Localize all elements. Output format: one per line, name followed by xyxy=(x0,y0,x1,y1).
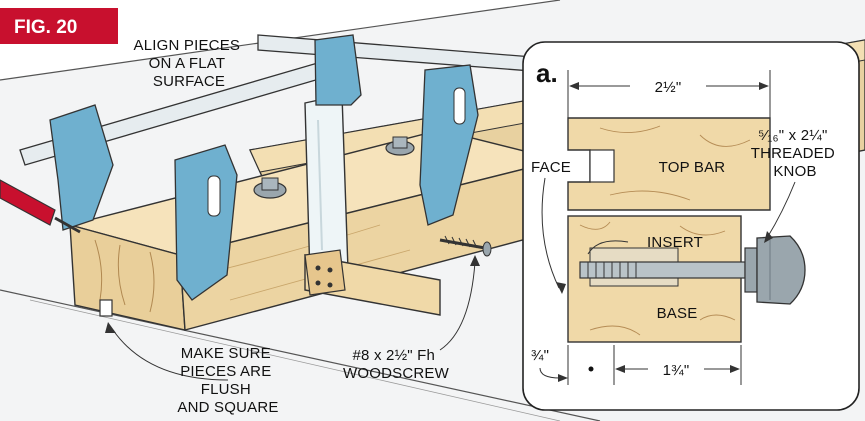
face-label: FACE xyxy=(531,159,571,176)
callout-flush-line-4: AND SQUARE xyxy=(177,399,278,416)
screwdriver xyxy=(0,179,81,234)
detail-inset: a. 2½" TOP BAR FACE INSERT BASE xyxy=(522,41,860,411)
svg-text:#8 x 2½" Fh WOODSCREW: #8 x 2½" Fh WOODSCREW xyxy=(343,347,450,382)
top-bar-block xyxy=(567,117,771,211)
woodscrew xyxy=(439,235,492,257)
callout-align-line-3: SURFACE xyxy=(153,73,225,90)
top-bar-label: TOP BAR xyxy=(659,159,726,176)
svg-text:MAKE SURE PIECES ARE: MAKE SURE PIECES ARE FLUSH AND SQUARE xyxy=(177,345,278,416)
base-label: BASE xyxy=(657,305,698,322)
knob-right xyxy=(385,136,415,156)
threaded-knob xyxy=(744,235,806,305)
clamp-jaw-1 xyxy=(49,104,114,231)
knob-left xyxy=(253,177,287,199)
bottom-dimension: 1¾" xyxy=(663,362,690,379)
callout-screw-line-1: #8 x 2½" Fh xyxy=(353,347,436,364)
acrylic-panel xyxy=(304,94,349,279)
clamp-jaw-2 xyxy=(174,144,238,301)
knob-label-line-1: ⁵⁄₁₆" x 2¼" xyxy=(758,127,827,144)
callout-screw-line-2: WOODSCREW xyxy=(343,365,450,382)
callout-flush-line-2: PIECES ARE xyxy=(180,363,271,380)
threaded-bolt xyxy=(579,261,746,279)
callout-align: ALIGN PIECES ON A FLAT SURFACE xyxy=(134,37,245,90)
callout-flush-line-3: FLUSH xyxy=(201,381,251,398)
callout-align-line-1: ALIGN PIECES xyxy=(134,37,241,54)
clamp-jaw-3 xyxy=(314,34,362,106)
callout-flush-line-1: MAKE SURE xyxy=(181,345,271,362)
svg-text:⁵⁄₁₆" x 2¼" THREADED: ⁵⁄₁₆" x 2¼" THREADED KNOB xyxy=(751,127,839,180)
detail-label: a. xyxy=(536,58,558,88)
callout-screw: #8 x 2½" Fh WOODSCREW xyxy=(343,255,480,382)
test-strip xyxy=(304,249,441,316)
callout-align-line-2: ON A FLAT xyxy=(149,55,225,72)
figure-badge: FIG. 20 xyxy=(0,8,118,44)
left-dimension: ¾" xyxy=(531,347,549,364)
callout-flush: MAKE SURE PIECES ARE FLUSH AND SQUARE xyxy=(105,322,278,416)
clamp-jaw-4 xyxy=(419,64,479,226)
svg-text:ALIGN PIECES ON A FLAT: ALIGN PIECES ON A FLAT SURFACE xyxy=(134,37,245,90)
figure-number: FIG. 20 xyxy=(14,17,77,38)
insert-label: INSERT xyxy=(647,234,703,251)
knob-label-line-2: THREADED xyxy=(751,145,835,162)
width-dimension: 2½" xyxy=(655,79,682,96)
knob-label-line-3: KNOB xyxy=(773,163,816,180)
